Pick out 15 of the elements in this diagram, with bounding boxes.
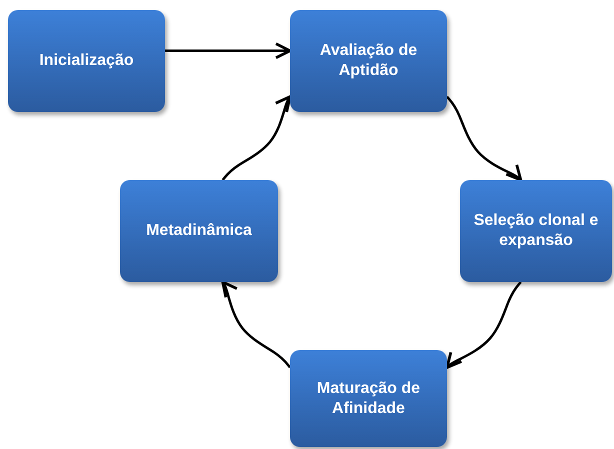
process-box [8,10,165,112]
process-box [460,180,612,282]
arrow [165,42,292,60]
process-box [290,10,447,112]
box-label: Maturação de Afinidade [316,378,422,418]
arrow [446,96,522,182]
box-label: Metadinâmica [146,221,252,241]
box-label: Seleção clonal e expansão [472,211,600,251]
arrow [221,280,291,368]
arrow [222,95,292,181]
box-label: Avaliação de Aptidão [318,41,418,81]
box-label: Inicialização [39,51,134,71]
process-box [120,180,278,282]
arrow [446,281,522,369]
process-box [290,350,447,447]
